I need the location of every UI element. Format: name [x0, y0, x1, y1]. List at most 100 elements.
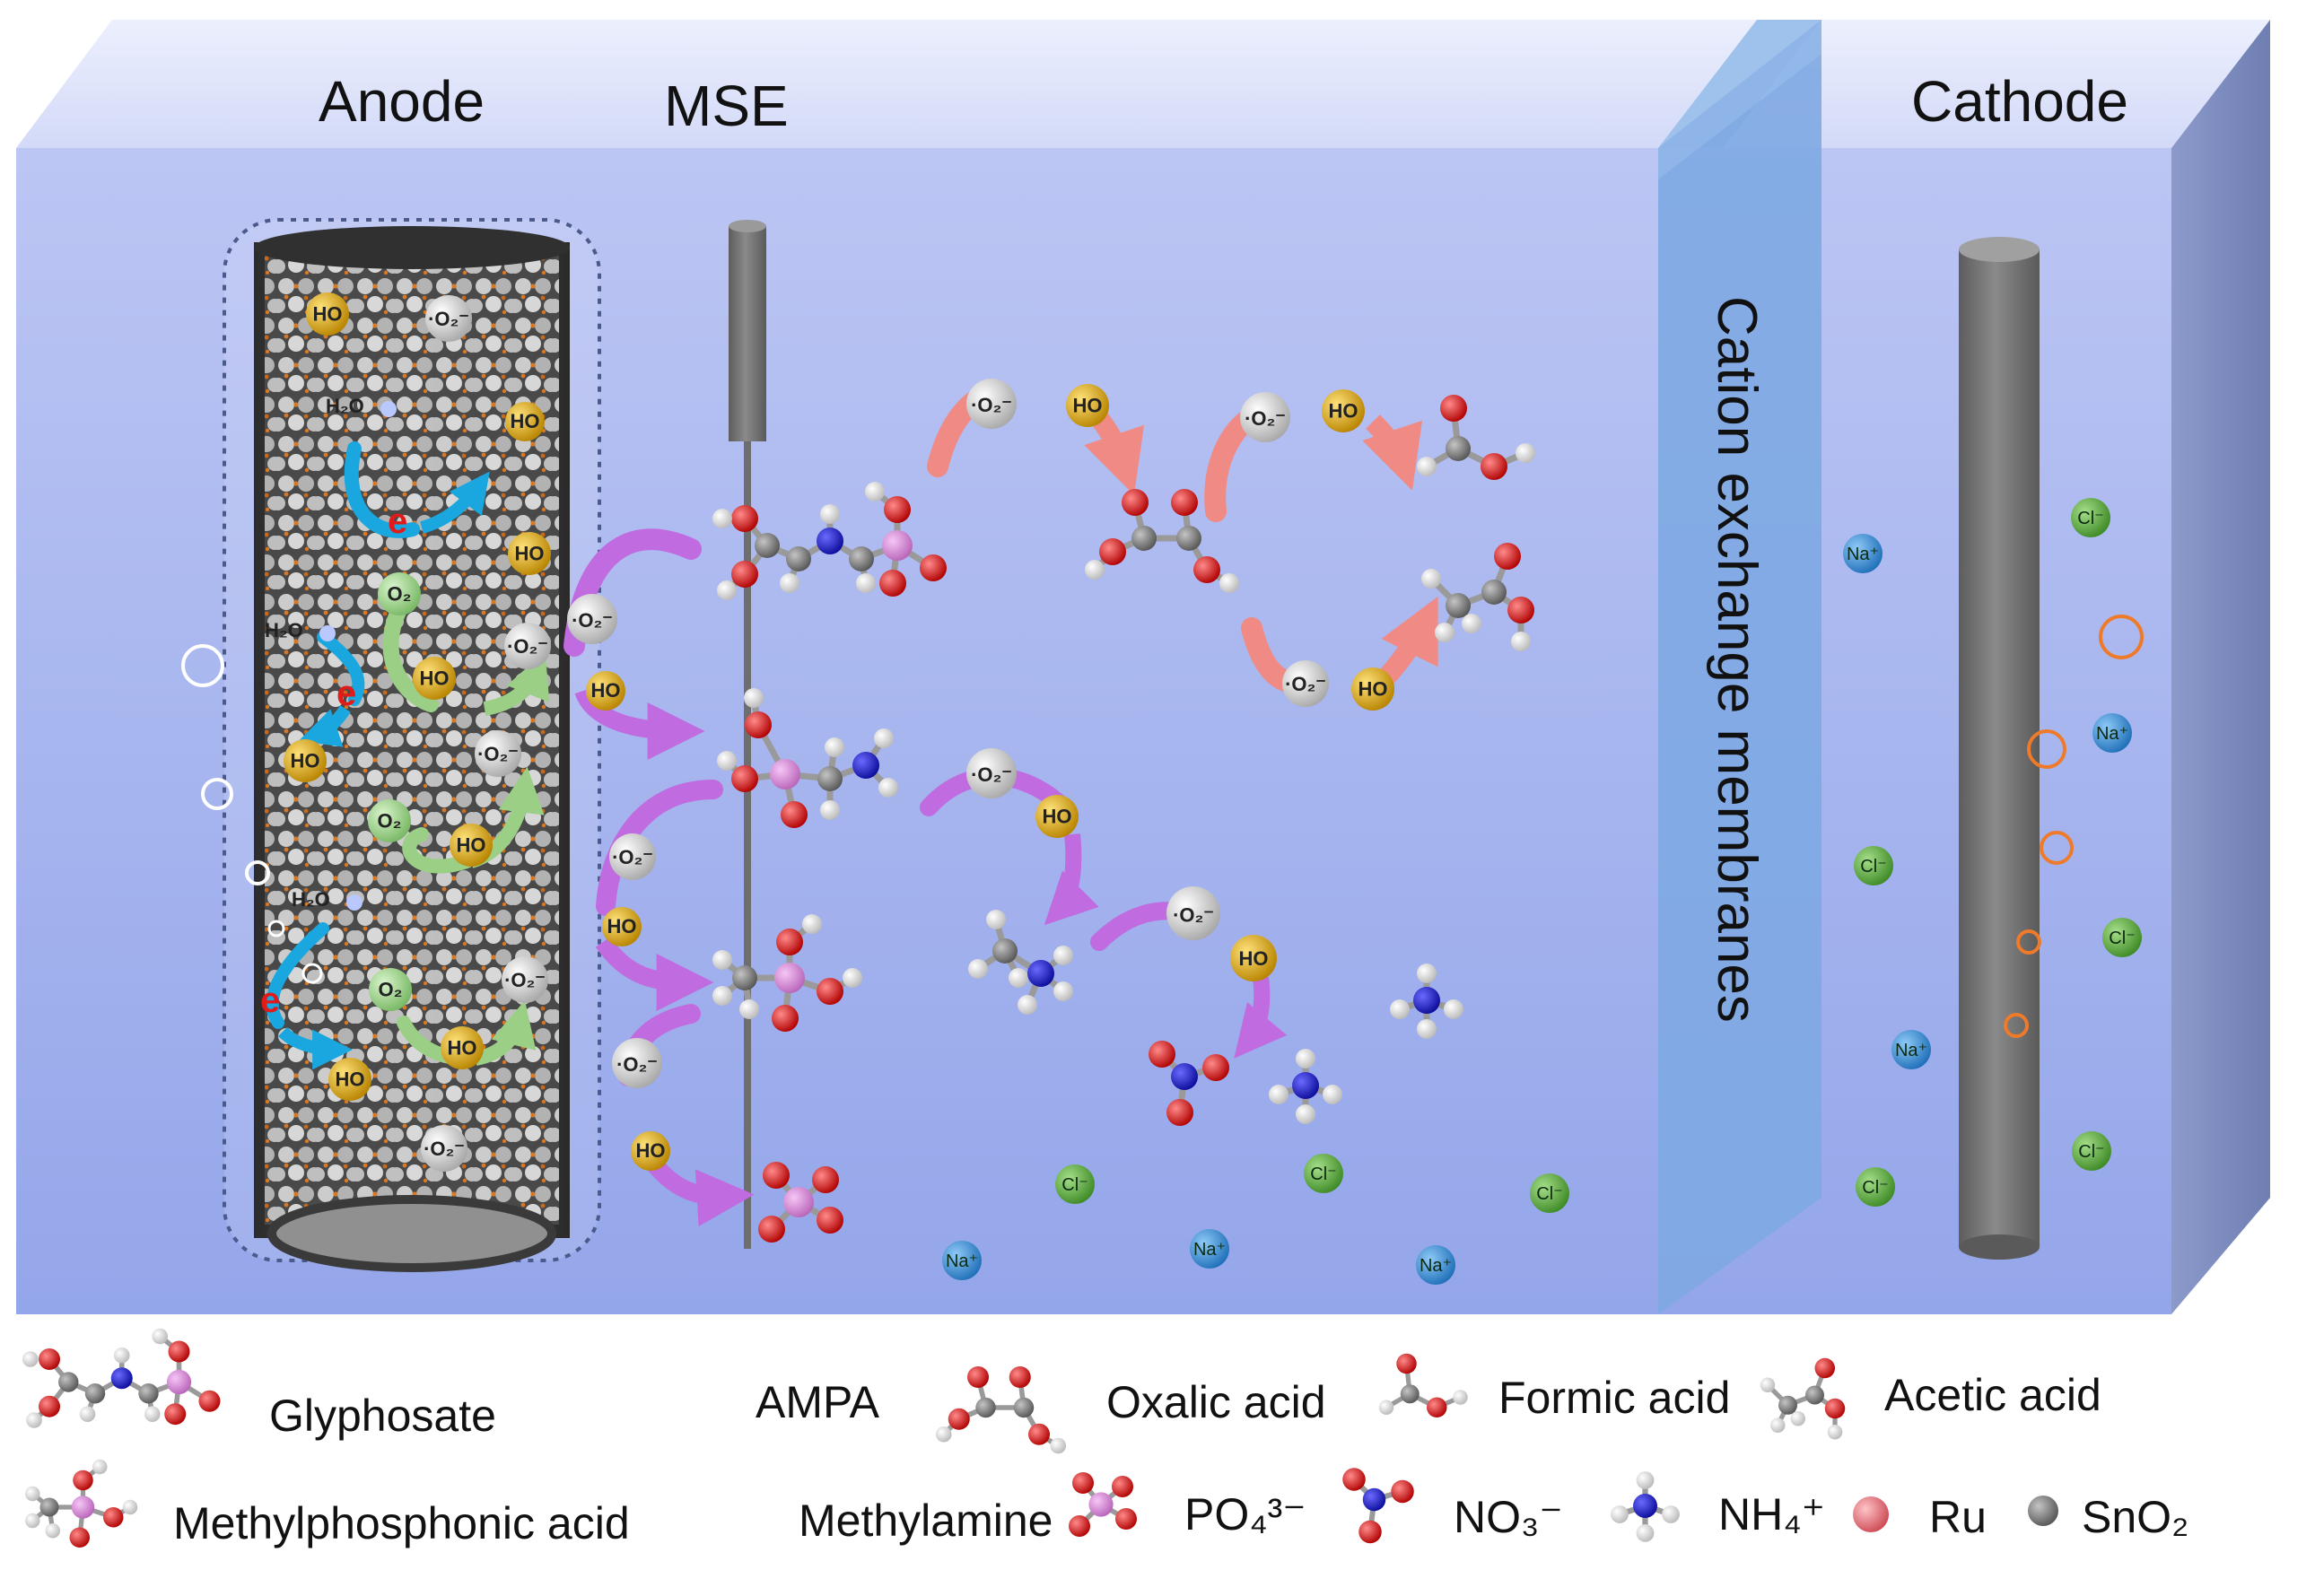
- ho-radical-sphere: [1035, 795, 1079, 838]
- superoxide-sphere: [504, 623, 551, 669]
- atom-P: [770, 759, 800, 789]
- atom-N: [1362, 1487, 1386, 1512]
- atom-O: [1814, 1357, 1835, 1379]
- chloride-label: Cl⁻: [2109, 929, 2135, 948]
- atom-H: [1516, 443, 1535, 463]
- atom-C: [138, 1383, 159, 1404]
- superoxide-species: ·O₂⁻: [966, 748, 1017, 798]
- atom-O: [1009, 1366, 1031, 1388]
- ho-radical-sphere: [284, 739, 327, 782]
- species-layer: HOHOHOHOHOHOHOHOHOHOHO·O₂⁻·O₂⁻·O₂⁻·O₂⁻·O…: [260, 292, 2142, 1285]
- legend-ammonium-molecule: [1611, 1471, 1680, 1542]
- atom-O: [1193, 556, 1220, 583]
- atom-H: [1378, 1400, 1394, 1415]
- atom-O: [812, 1166, 839, 1193]
- sodium-sphere: [1891, 1030, 1931, 1069]
- atom-O: [1099, 538, 1126, 565]
- atom-O: [1202, 1054, 1229, 1081]
- atom-C: [849, 546, 874, 571]
- bubble: [2099, 615, 2144, 659]
- atom-H: [843, 968, 862, 988]
- atom-H: [1462, 614, 1481, 633]
- ho-radical-sphere: [602, 907, 642, 946]
- atom-H: [1453, 1390, 1468, 1405]
- atom-H: [1053, 981, 1073, 1001]
- ho-radical-species: HO: [450, 824, 493, 867]
- water-dot: [346, 894, 363, 911]
- atom-H: [144, 1406, 161, 1422]
- atom-C: [1400, 1384, 1420, 1404]
- sodium-species: Na⁺: [1190, 1229, 1229, 1269]
- atom-O: [1072, 1472, 1094, 1494]
- anode-top-cap: [254, 226, 570, 269]
- ho-radical-sphere: [306, 292, 349, 336]
- atom-H: [820, 504, 840, 524]
- legend: Glyphosate AMPA Oxalic acid Formic acid …: [22, 1328, 2188, 1548]
- atom-H: [1435, 623, 1455, 642]
- superoxide-sphere: [966, 748, 1017, 798]
- water-species: H₂O: [326, 395, 397, 417]
- chloride-label: Cl⁻: [1061, 1175, 1088, 1195]
- atom-P: [783, 1187, 814, 1217]
- atom-H: [1636, 1471, 1655, 1489]
- chloride-label: Cl⁻: [1310, 1164, 1336, 1184]
- atom-H: [717, 751, 737, 771]
- atom-O: [1507, 597, 1534, 624]
- atom-C: [84, 1383, 106, 1404]
- atom-H: [1417, 1019, 1437, 1039]
- chloride-label: Cl⁻: [2078, 1142, 2104, 1162]
- atom-O: [731, 505, 758, 532]
- sodium-label: Na⁺: [1847, 545, 1879, 564]
- sodium-sphere: [942, 1241, 982, 1280]
- atom-O: [103, 1507, 124, 1528]
- chloride-sphere: [2071, 498, 2110, 537]
- ho-radical-sphere: [441, 1026, 484, 1069]
- superoxide-species: ·O₂⁻: [612, 1038, 662, 1088]
- atom-H: [1053, 946, 1073, 965]
- atom-C: [1176, 526, 1201, 551]
- atom-H: [1219, 573, 1239, 593]
- water-dot: [380, 401, 397, 417]
- oxalic-acid-molecule: [1085, 489, 1239, 593]
- atom-H: [122, 1499, 138, 1515]
- water-species: H₂O: [265, 619, 336, 641]
- ho-radical-species: HO: [1035, 795, 1079, 838]
- atom-O: [1342, 1468, 1366, 1491]
- atom-H: [825, 737, 844, 757]
- atom-O: [967, 1366, 989, 1388]
- legend-phosphate: PO₄³⁻: [1184, 1489, 1306, 1539]
- sodium-sphere: [1190, 1229, 1229, 1269]
- ho-radical-label: HO: [1329, 400, 1358, 423]
- atom-C: [1481, 580, 1507, 605]
- legend-methylphosphonic-acid-molecule: [25, 1459, 138, 1548]
- ho-radical-species: HO: [306, 292, 349, 336]
- ampa-molecule: [717, 688, 898, 828]
- legend-methylamine: Methylamine: [799, 1496, 1053, 1546]
- legend-glyphosate: Glyphosate: [269, 1391, 496, 1441]
- superoxide-sphere: [502, 956, 548, 1003]
- purple-arrow: [595, 937, 714, 1011]
- ho-radical-label: HO: [1239, 947, 1269, 970]
- acetic-acid-molecule: [1421, 543, 1534, 651]
- atom-O: [879, 570, 906, 597]
- sodium-label: Na⁺: [2096, 724, 2128, 744]
- atom-O: [73, 1470, 93, 1491]
- atom-O: [198, 1390, 221, 1412]
- ho-radical-species: HO: [602, 907, 642, 946]
- ho-radical-sphere: [328, 1058, 371, 1101]
- chloride-species: Cl⁻: [1304, 1154, 1343, 1193]
- chloride-species: Cl⁻: [1055, 1164, 1095, 1204]
- electron-arrow: [419, 471, 490, 534]
- oxygen-species: O₂: [369, 968, 412, 1011]
- superoxide-sphere: [612, 1038, 662, 1088]
- ho-radical-label: HO: [1073, 395, 1103, 417]
- chloride-sphere: [2072, 1131, 2111, 1171]
- atom-O: [1824, 1398, 1846, 1419]
- atom-N: [1633, 1494, 1657, 1518]
- atom-O: [948, 1408, 970, 1430]
- purple-arrow: [1044, 833, 1099, 926]
- ho-radical-sphere: [631, 1131, 670, 1171]
- atom-H: [712, 509, 732, 528]
- atom-H: [1390, 999, 1410, 1019]
